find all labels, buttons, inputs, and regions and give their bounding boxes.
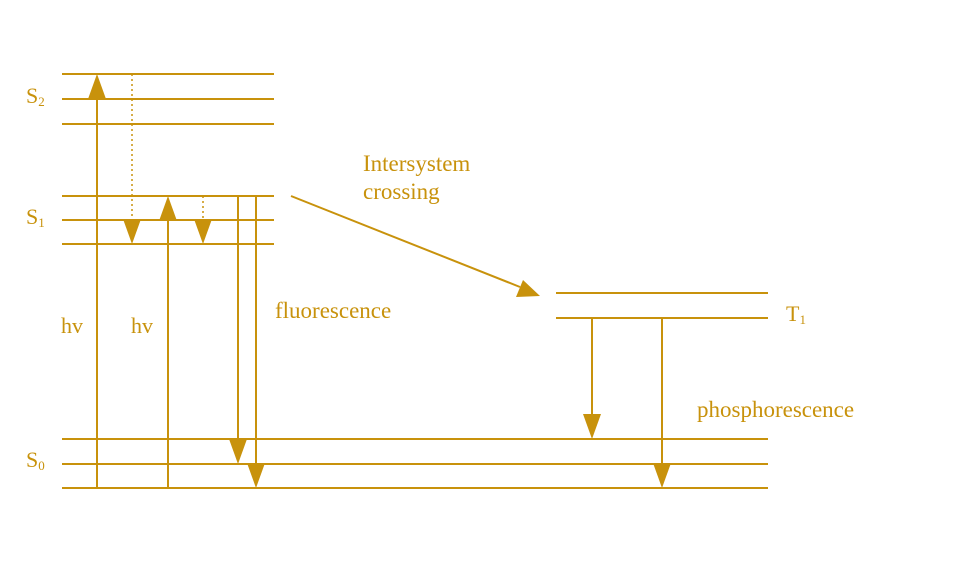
state-label-s0: S0 bbox=[26, 447, 45, 473]
state-label-t1: T1 bbox=[786, 301, 806, 327]
absorption-label-2: hv bbox=[131, 313, 153, 338]
isc-label: Intersystem crossing bbox=[363, 152, 470, 206]
isc-label-line-1: Intersystem bbox=[363, 152, 471, 176]
state-label-s2: S2 bbox=[26, 83, 45, 109]
absorption-arrow-s1-head bbox=[159, 196, 177, 221]
relaxation-arrow-s1-head-1 bbox=[123, 219, 141, 244]
isc-arrow-head bbox=[516, 280, 540, 297]
fluorescence-label: fluorescence bbox=[275, 298, 392, 323]
phosphorescence-arrow-2-head bbox=[653, 463, 671, 488]
absorption-label-1: hv bbox=[61, 313, 83, 338]
relaxation-arrow-s1-head-2 bbox=[194, 219, 212, 244]
phosphorescence-arrow-1-head bbox=[583, 414, 601, 439]
isc-label-line-2: crossing bbox=[363, 179, 440, 204]
fluorescence-arrow-1-head bbox=[229, 439, 247, 464]
phosphorescence-label: phosphorescence bbox=[697, 397, 855, 422]
state-label-s1: S1 bbox=[26, 204, 45, 230]
fluorescence-arrow-2-head bbox=[247, 463, 265, 488]
isc-arrow-shaft bbox=[290, 195, 521, 288]
absorption-arrow-s2-head bbox=[88, 74, 106, 99]
